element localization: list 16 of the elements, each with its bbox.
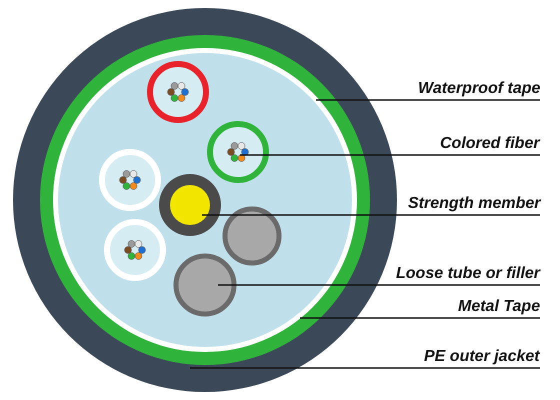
leader-line [240, 154, 540, 156]
leader-line [202, 214, 540, 216]
outer-jacket [13, 8, 397, 392]
part-label: Waterproof tape [418, 79, 540, 99]
leader-line [316, 99, 540, 101]
leader-line [190, 367, 540, 369]
leader-line [218, 284, 540, 286]
strength-member-core [170, 185, 210, 225]
metal-tape-ring [40, 35, 370, 365]
part-label: Metal Tape [458, 297, 540, 317]
fiber-bundle [227, 142, 249, 162]
part-label: Colored fiber [440, 134, 540, 154]
part-label: Loose tube or filler [396, 264, 540, 284]
part-label: Strength member [408, 194, 540, 214]
leader-line [300, 317, 540, 319]
part-label: PE outer jacket [424, 347, 540, 367]
